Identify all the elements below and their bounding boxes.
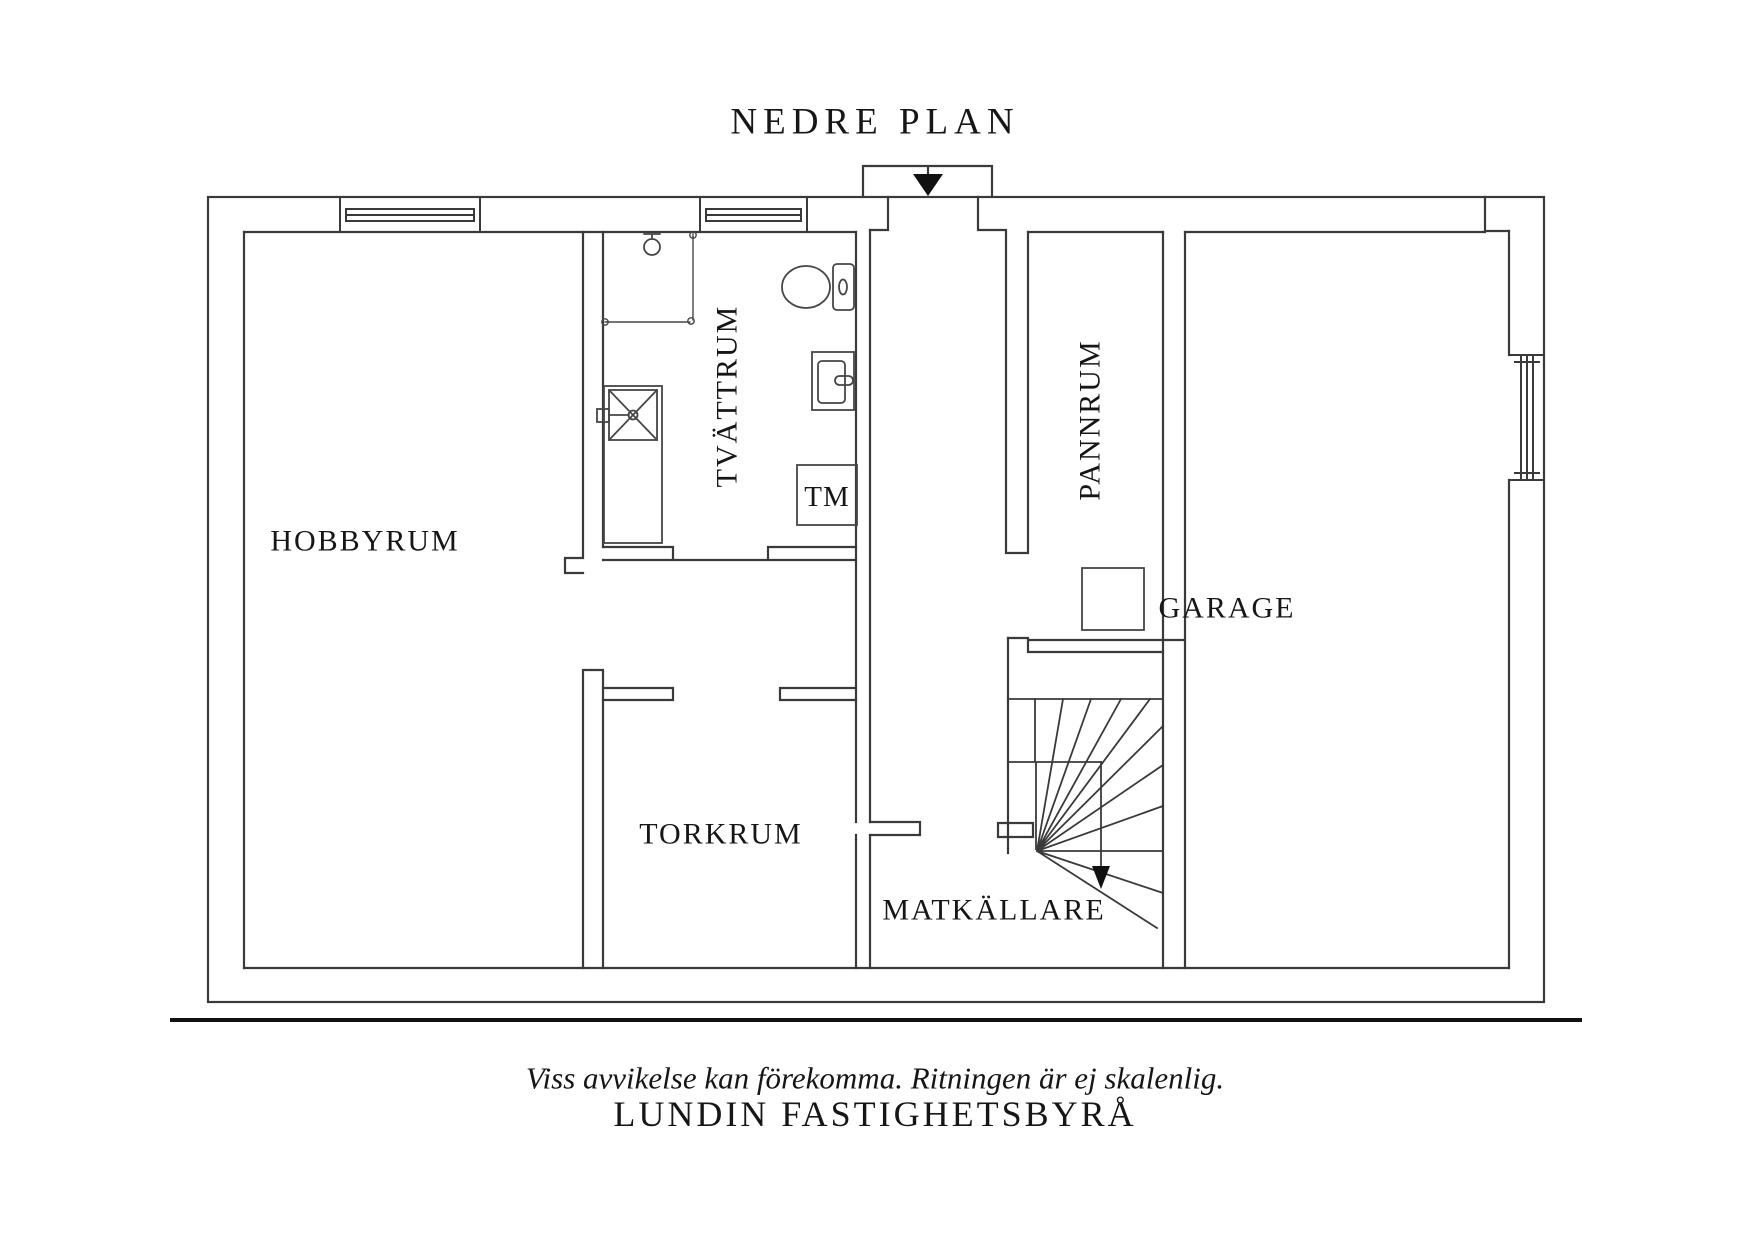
torkrum-top-wall [601, 686, 858, 702]
toilet-icon [781, 263, 855, 311]
matkallare-door-jamb-left [868, 820, 922, 837]
plan-title: NEDRE PLAN [730, 102, 1019, 143]
disclaimer-text: Viss avvikelse kan förekomma. Ritningen … [526, 1061, 1224, 1096]
washing-machine-box [796, 464, 858, 526]
pannrum-left-wall [1004, 230, 1030, 555]
pannrum-bottom-wall [1006, 636, 1187, 654]
washing-machine-label: TM [804, 481, 850, 513]
torkrum-left-wall [581, 668, 605, 970]
entrance-porch [861, 164, 994, 197]
room-label-matkallare: MATKÄLLARE [882, 894, 1105, 927]
stair-direction-arrow-icon [1092, 866, 1110, 889]
window-garage-right [1508, 354, 1545, 481]
entrance [861, 164, 994, 197]
outer-wall [206, 195, 1546, 1004]
footer-divider [170, 1018, 1582, 1022]
room-label-torkrum: TORKRUM [639, 818, 802, 851]
shower-icon [601, 231, 697, 326]
window-top-right [699, 196, 808, 233]
room-label-hobbyrum: HOBBYRUM [270, 525, 459, 558]
matkallare-door-jamb-right [996, 821, 1035, 839]
tvattrum-bottom-wall [601, 545, 858, 562]
entry-jamb-left [868, 195, 890, 232]
window-top-left [339, 196, 481, 233]
sink-icon [811, 351, 855, 411]
entry-jamb-right [976, 195, 1008, 232]
entrance-arrow-icon [913, 174, 943, 196]
walls [206, 195, 1546, 1004]
inner-wall-top-garage [1183, 195, 1511, 234]
room-label-garage: GARAGE [1159, 592, 1296, 625]
boiler-box [1081, 567, 1145, 631]
brand-text: LUNDIN FASTIGHETSBYRÅ [613, 1094, 1136, 1134]
room-label-tvattrum: TVÄTTRUM [711, 305, 744, 488]
fixtures [596, 231, 1145, 631]
garage-left-wall [1161, 230, 1187, 970]
laundry-sink-icon [596, 385, 663, 544]
tvattrum-left-wall-outer [563, 230, 585, 575]
windows [339, 196, 1545, 481]
room-label-pannrum: PANNRUM [1074, 339, 1107, 500]
